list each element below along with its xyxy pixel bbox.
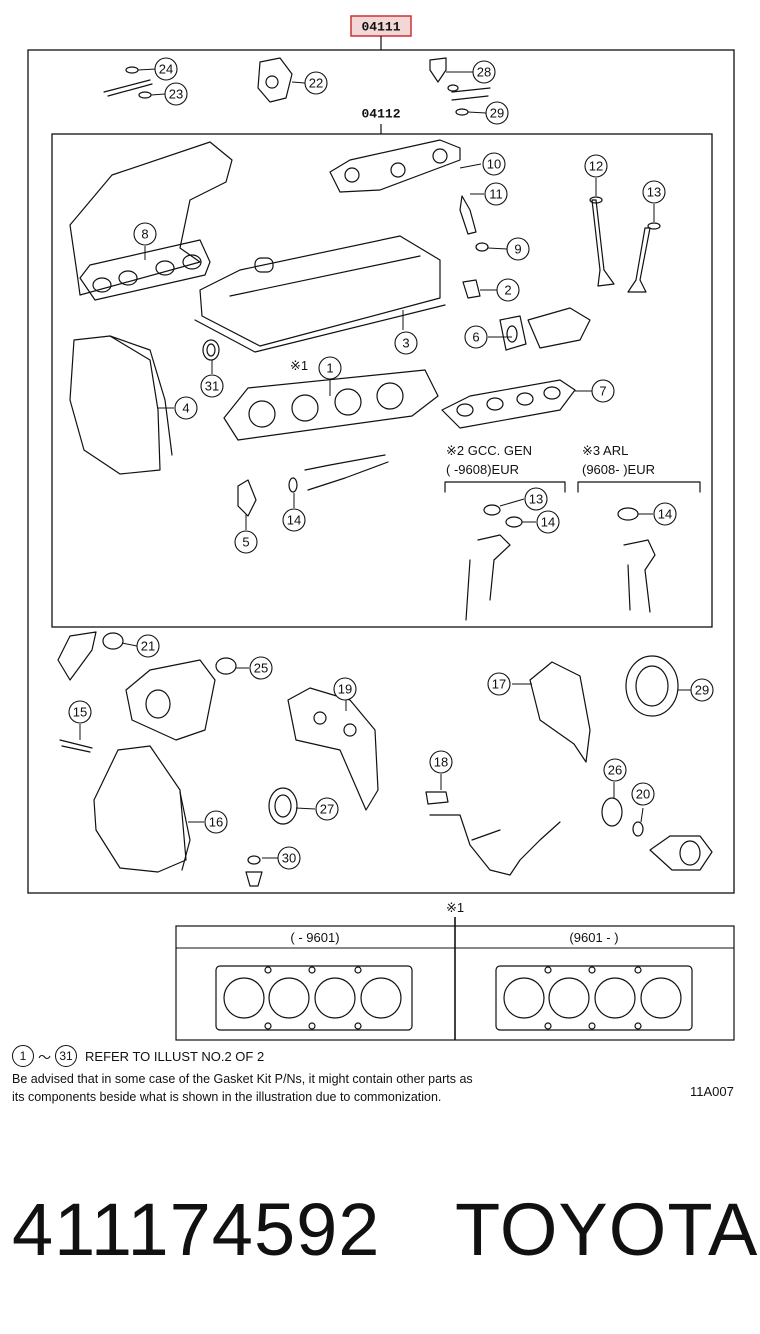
disclaimer-line-1: Be advised that in some case of the Gask… bbox=[12, 1072, 473, 1086]
callout-19[interactable]: 19 bbox=[333, 677, 357, 701]
callout-label: 29 bbox=[490, 106, 504, 121]
callout-label: 28 bbox=[477, 65, 491, 80]
callout-label: 20 bbox=[636, 787, 650, 802]
callout-label: 31 bbox=[205, 379, 219, 394]
callout-label: 14 bbox=[541, 515, 555, 530]
leader-lines bbox=[79, 68, 692, 859]
callout-label: 7 bbox=[599, 384, 606, 399]
callout-27[interactable]: 27 bbox=[315, 797, 339, 821]
note-mark-2-range: ( -9608)EUR bbox=[446, 462, 519, 477]
ref-start: 1 bbox=[12, 1045, 34, 1067]
callout-29[interactable]: 29 bbox=[690, 678, 714, 702]
callout-label: 18 bbox=[434, 755, 448, 770]
callout-18[interactable]: 18 bbox=[429, 750, 453, 774]
ref-line: 1 ～ 31 REFER TO ILLUST NO.2 OF 2 bbox=[12, 1045, 264, 1067]
callout-17[interactable]: 17 bbox=[487, 672, 511, 696]
callout-label: 13 bbox=[647, 185, 661, 200]
outer-frame bbox=[27, 49, 735, 894]
callout-label: 15 bbox=[73, 705, 87, 720]
callout-label: 14 bbox=[287, 513, 301, 528]
parts-diagram: 04111 04112 bbox=[27, 15, 735, 1041]
callout-14[interactable]: 14 bbox=[282, 508, 306, 532]
callout-5[interactable]: 5 bbox=[234, 530, 258, 554]
brand-name: TOYOTA bbox=[455, 1188, 759, 1271]
callout-1[interactable]: 1 bbox=[318, 356, 342, 380]
callout-label: 25 bbox=[254, 661, 268, 676]
callout-label: 14 bbox=[658, 507, 672, 522]
kit-code: 04111 bbox=[361, 20, 400, 35]
callout-30[interactable]: 30 bbox=[277, 846, 301, 870]
callout-label: 23 bbox=[169, 87, 183, 102]
callout-14[interactable]: 14 bbox=[653, 502, 677, 526]
variant-table bbox=[175, 925, 735, 1041]
callout-29[interactable]: 29 bbox=[485, 101, 509, 125]
variant-label-left: ( - 9601) bbox=[290, 930, 339, 945]
callout-label: 13 bbox=[529, 492, 543, 507]
note-mark-3: ※3 ARL bbox=[582, 443, 628, 458]
callout-label: 27 bbox=[320, 802, 334, 817]
callout-label: 30 bbox=[282, 851, 296, 866]
callout-11[interactable]: 11 bbox=[484, 182, 508, 206]
note-mark-2: ※2 GCC. GEN bbox=[446, 443, 532, 458]
sub-kit-code: 04112 bbox=[361, 107, 400, 122]
callout-4[interactable]: 4 bbox=[174, 396, 198, 420]
callout-13[interactable]: 13 bbox=[524, 487, 548, 511]
disclaimer-line-2: its components beside what is shown in t… bbox=[12, 1090, 442, 1104]
callout-12[interactable]: 12 bbox=[584, 154, 608, 178]
callout-22[interactable]: 22 bbox=[304, 71, 328, 95]
callout-23[interactable]: 23 bbox=[164, 82, 188, 106]
callout-label: 24 bbox=[159, 62, 173, 77]
variant-label-right: (9601 - ) bbox=[569, 930, 618, 945]
callout-10[interactable]: 10 bbox=[482, 152, 506, 176]
callout-label: 3 bbox=[402, 336, 409, 351]
callout-9[interactable]: 9 bbox=[506, 237, 530, 261]
callout-6[interactable]: 6 bbox=[464, 325, 488, 349]
callout-label: 22 bbox=[309, 76, 323, 91]
callout-label: 6 bbox=[472, 330, 479, 345]
callout-label: 4 bbox=[182, 401, 189, 416]
callout-28[interactable]: 28 bbox=[472, 60, 496, 84]
figure-code: 11A007 bbox=[690, 1084, 734, 1099]
callout-3[interactable]: 3 bbox=[394, 331, 418, 355]
note-mark-3-range: (9608- )EUR bbox=[582, 462, 655, 477]
callout-label: 16 bbox=[209, 815, 223, 830]
note-mark-1: ※1 bbox=[290, 358, 308, 373]
callout-label: 10 bbox=[487, 157, 501, 172]
ref-tilde: ～ bbox=[38, 1049, 52, 1065]
callout-16[interactable]: 16 bbox=[204, 810, 228, 834]
callout-21[interactable]: 21 bbox=[136, 634, 160, 658]
callout-label: 8 bbox=[141, 227, 148, 242]
callout-13[interactable]: 13 bbox=[642, 180, 666, 204]
callout-label: 11 bbox=[489, 187, 503, 202]
callout-24[interactable]: 24 bbox=[154, 57, 178, 81]
ref-end: 31 bbox=[55, 1045, 78, 1067]
callout-label: 9 bbox=[514, 242, 521, 257]
callout-label: 1 bbox=[326, 361, 333, 376]
variant-mark-1: ※1 bbox=[446, 900, 464, 915]
callout-25[interactable]: 25 bbox=[249, 656, 273, 680]
callout-14[interactable]: 14 bbox=[536, 510, 560, 534]
callout-label: 19 bbox=[338, 682, 352, 697]
inner-frame bbox=[51, 133, 713, 628]
part-drawings bbox=[57, 57, 713, 887]
callout-31[interactable]: 31 bbox=[200, 374, 224, 398]
callout-label: 29 bbox=[695, 683, 709, 698]
callout-label: 2 bbox=[504, 283, 511, 298]
callout-15[interactable]: 15 bbox=[68, 700, 92, 724]
callout-8[interactable]: 8 bbox=[133, 222, 157, 246]
part-number[interactable]: 411174592 bbox=[12, 1188, 381, 1271]
head-gasket-variant-left bbox=[215, 965, 413, 1031]
callout-group: 2345678910111213131414141516171819202122… bbox=[68, 57, 714, 870]
callout-7[interactable]: 7 bbox=[591, 379, 615, 403]
callout-label: 26 bbox=[608, 763, 622, 778]
callout-label: 17 bbox=[492, 677, 506, 692]
head-gasket-variant-right bbox=[495, 965, 693, 1031]
callout-label: 21 bbox=[141, 639, 155, 654]
callout-26[interactable]: 26 bbox=[603, 758, 627, 782]
ref-text: REFER TO ILLUST NO.2 OF 2 bbox=[85, 1048, 265, 1064]
callout-2[interactable]: 2 bbox=[496, 278, 520, 302]
callout-label: 5 bbox=[242, 535, 249, 550]
callout-20[interactable]: 20 bbox=[631, 782, 655, 806]
callout-label: 12 bbox=[589, 159, 603, 174]
